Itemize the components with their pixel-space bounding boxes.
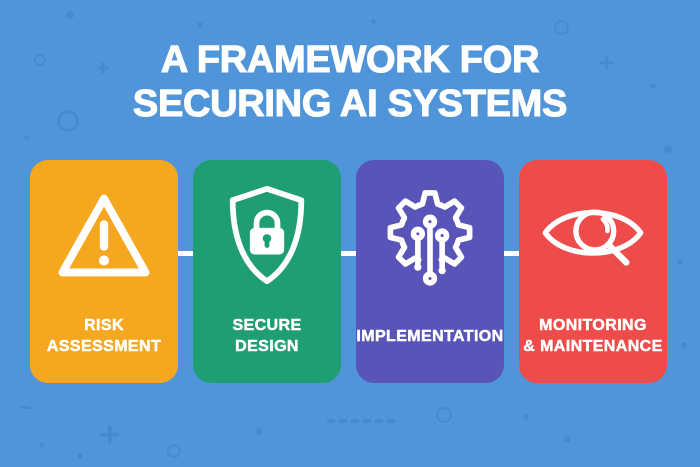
step-label-line: IMPLEMENTATION xyxy=(356,327,504,345)
decoration-dot xyxy=(255,428,262,435)
page-title-line-2: SECURING AI SYSTEMS xyxy=(132,82,568,125)
page-title: A FRAMEWORK FOR SECURING AI SYSTEMS xyxy=(0,38,700,126)
decoration-dashed-line xyxy=(327,419,399,423)
step-label-line: DESIGN xyxy=(235,338,299,356)
step-label-line: ASSESSMENT xyxy=(46,338,162,356)
page-title-line-1: A FRAMEWORK FOR xyxy=(160,38,540,81)
step-card-monitoring-maintenance: MONITORING & MAINTENANCE xyxy=(519,160,667,383)
decoration-dot xyxy=(371,19,376,24)
step-label-line: MONITORING xyxy=(539,317,647,335)
decoration-dot xyxy=(66,11,74,19)
decoration-dot xyxy=(564,436,571,443)
step-card-risk-assessment: RISK ASSESSMENT xyxy=(30,160,178,383)
decoration-dot xyxy=(677,259,683,265)
step-label: SECURE DESIGN xyxy=(193,310,341,362)
connector-line xyxy=(501,251,527,256)
step-label-line: RISK xyxy=(84,317,124,335)
warning-triangle-icon xyxy=(30,178,178,293)
step-label-line: & MAINTENANCE xyxy=(523,338,663,356)
decoration-dot xyxy=(24,135,29,140)
decoration-dot xyxy=(197,22,203,28)
step-label: RISK ASSESSMENT xyxy=(30,310,178,362)
decoration-dash xyxy=(21,406,31,409)
step-card-secure-design: SECURE DESIGN xyxy=(193,160,341,383)
step-label: MONITORING & MAINTENANCE xyxy=(519,310,667,362)
step-label-line: SECURE xyxy=(232,317,302,335)
decoration-circle xyxy=(554,20,569,35)
step-card-implementation: IMPLEMENTATION xyxy=(356,160,504,383)
connector-line xyxy=(175,251,201,256)
connector-line xyxy=(338,251,364,256)
decoration-dot xyxy=(664,145,672,153)
eye-magnifier-icon xyxy=(519,178,667,293)
ai-gear-circuit-icon xyxy=(356,178,504,293)
decoration-dot xyxy=(681,342,687,348)
step-label: IMPLEMENTATION xyxy=(356,310,504,362)
decoration-dot xyxy=(523,414,529,420)
decoration-plus xyxy=(100,425,119,444)
decoration-circle xyxy=(167,444,181,458)
decoration-dot xyxy=(77,453,83,459)
shield-lock-icon xyxy=(193,178,341,293)
decoration-dot xyxy=(39,443,44,448)
decoration-circle xyxy=(436,407,452,423)
